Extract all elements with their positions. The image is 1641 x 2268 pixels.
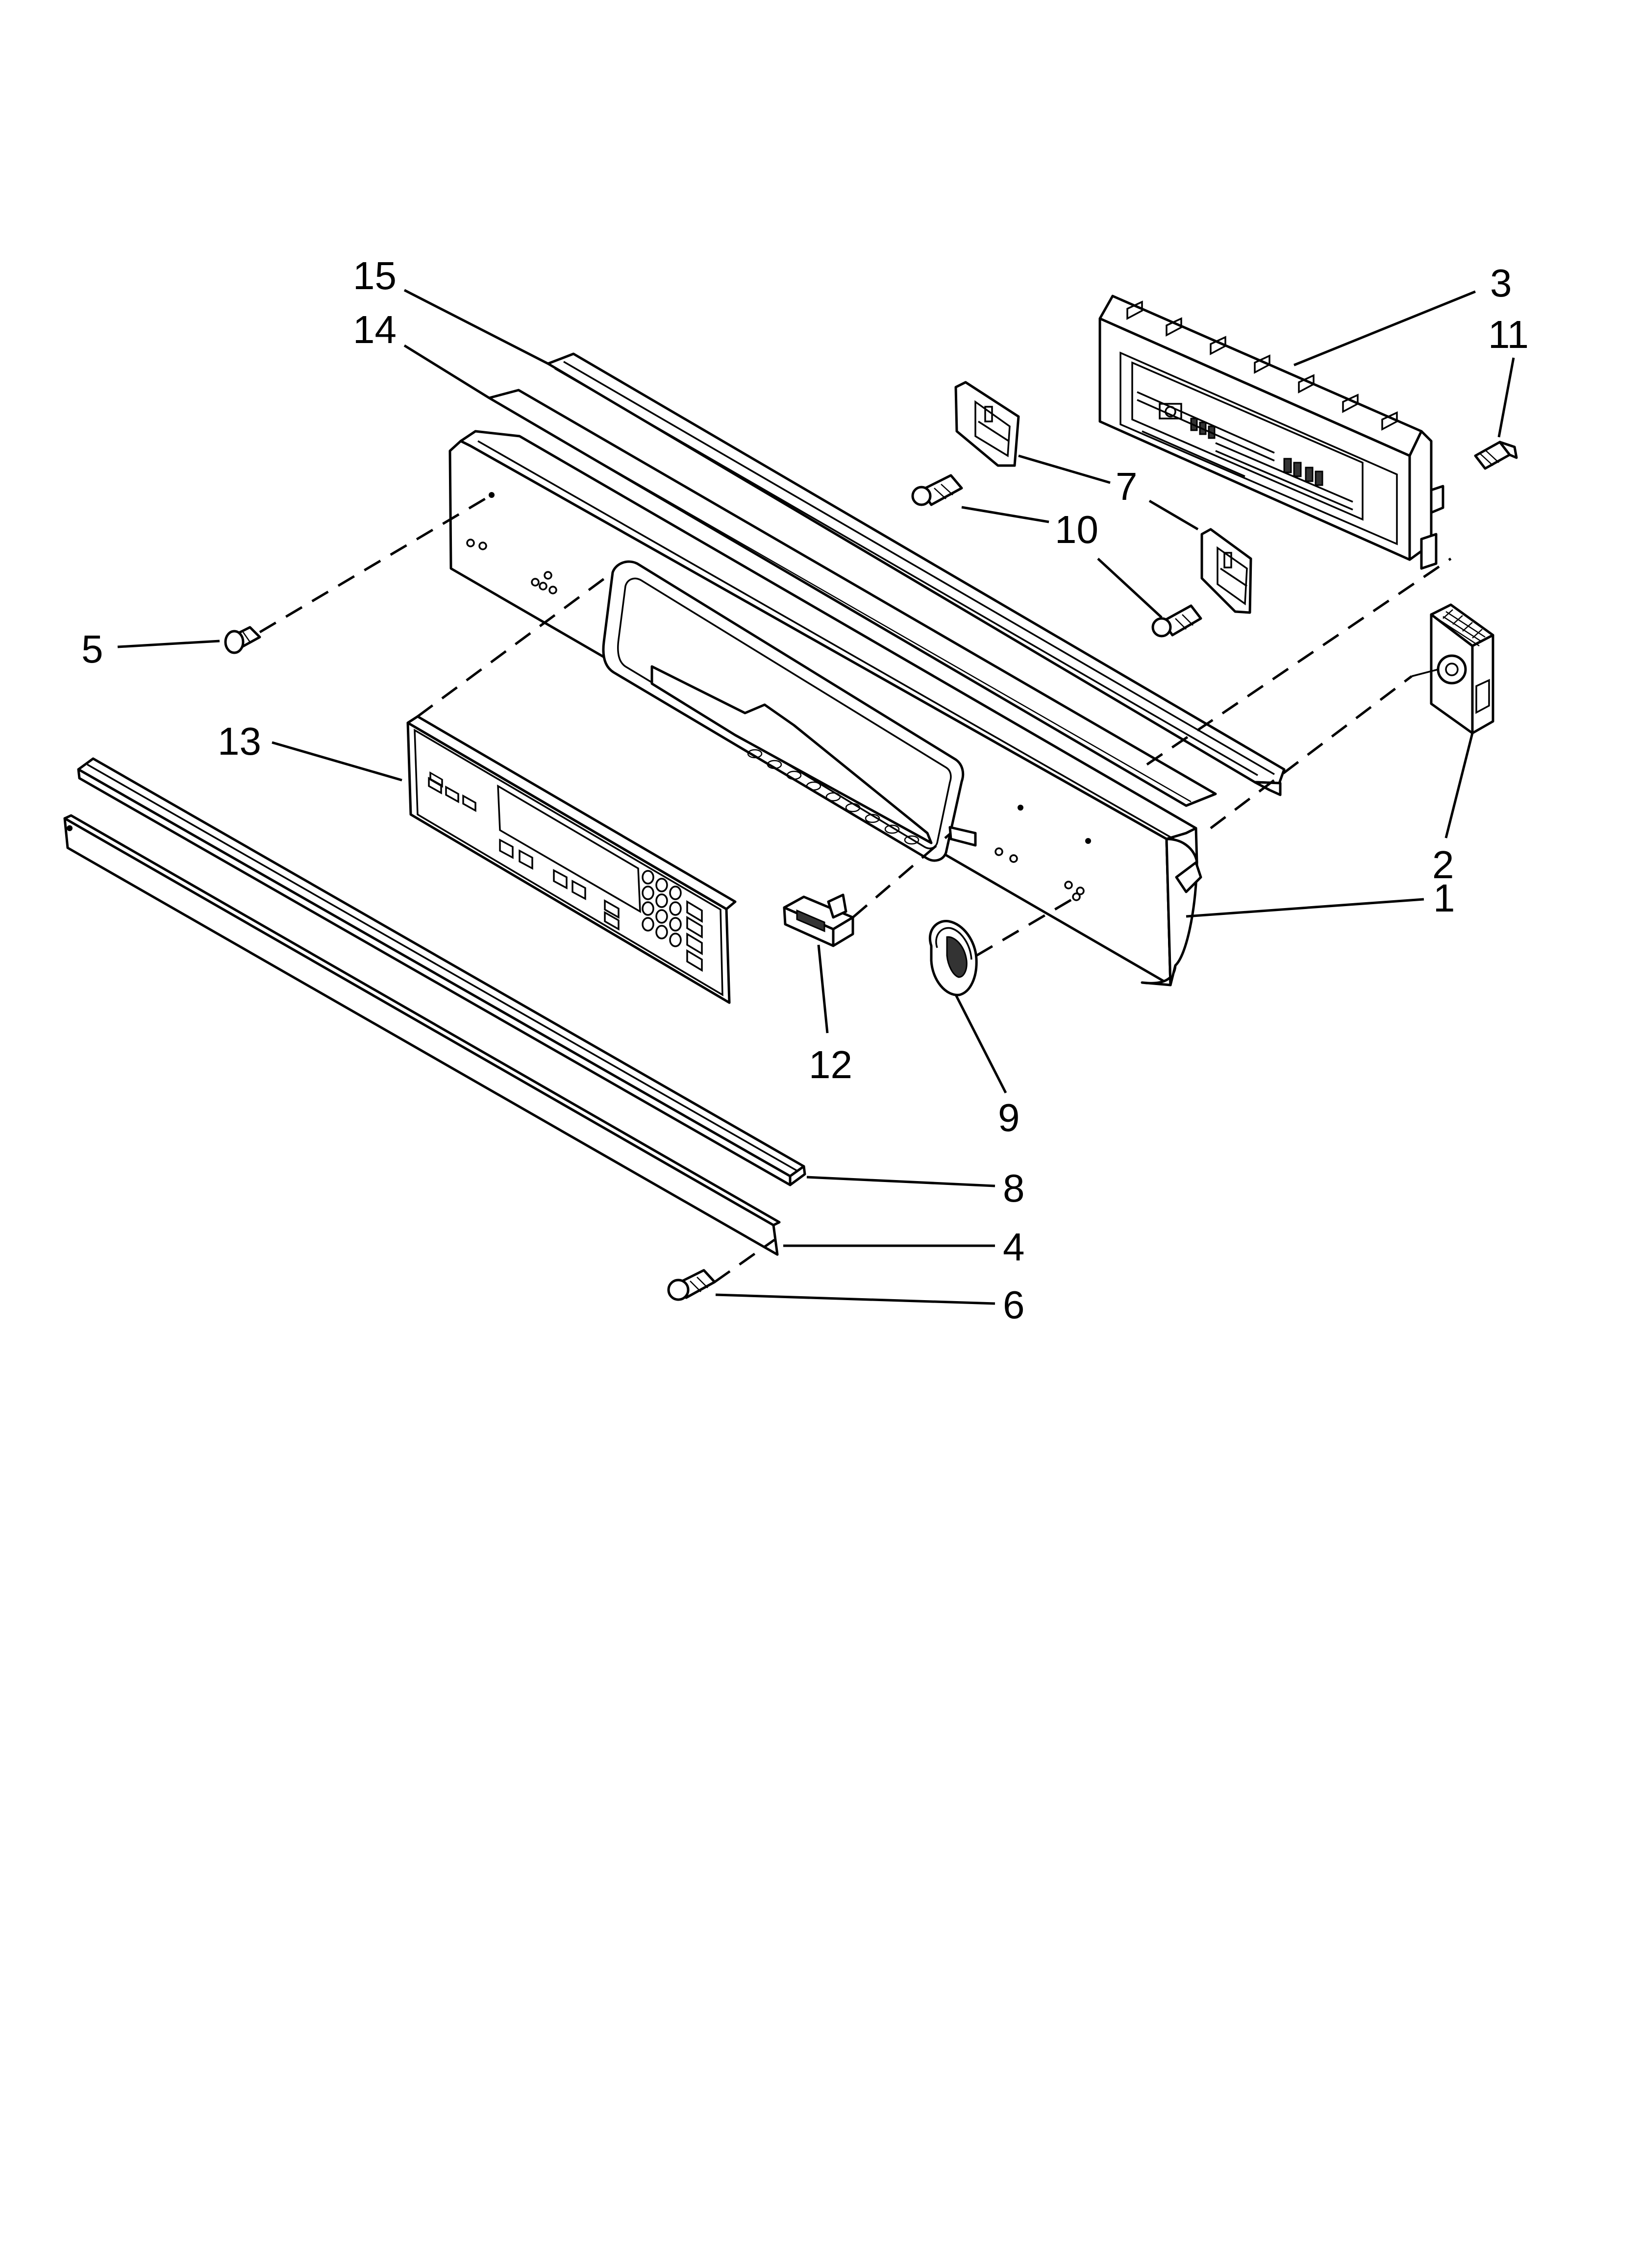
part-10-screw-lower [1151,604,1202,638]
callout-labels: 15 14 3 11 7 10 5 13 2 1 12 9 8 4 6 [81,254,1529,1327]
callout-15: 15 [353,254,397,297]
part-3-control-board [1098,295,1444,570]
callout-10: 10 [1055,508,1098,551]
part-7-bracket-upper [954,381,1020,467]
part-4-lower-strip [63,814,781,1256]
mounting-holes [466,492,1091,901]
callout-14: 14 [353,308,397,351]
part-2-selector-switch [1411,603,1494,735]
part-12-rocker-switch [783,893,854,947]
callout-8: 8 [1003,1166,1025,1210]
part-7-bracket-lower [1200,528,1252,614]
part-13-keypad-overlay [406,715,737,1004]
part-1-console-panel [448,430,1202,986]
switch-vents [1440,609,1486,647]
part-11-screw [1474,441,1518,470]
display-segments [1137,391,1353,511]
callout-6: 6 [1003,1283,1025,1327]
callout-13: 13 [218,719,261,763]
callout-3: 3 [1490,261,1512,305]
part-9-knob [928,920,978,996]
callout-5: 5 [81,627,103,671]
callout-7: 7 [1116,465,1138,508]
leader-lines [117,289,1515,1305]
callout-12: 12 [809,1043,852,1086]
callout-1: 1 [1433,876,1455,920]
part-6-screw [667,1269,716,1301]
callout-2: 2 [1432,843,1454,887]
part-5-screw [224,626,261,654]
board-top-tabs [1126,300,1398,431]
assembly-lines [259,493,1452,1283]
callout-9: 9 [998,1096,1020,1139]
window-slots [747,749,920,845]
numeric-keypad [642,870,703,972]
part-8-channel [77,757,806,1186]
part-15-top-trim [547,352,1286,796]
callout-11: 11 [1488,313,1529,356]
callout-4: 4 [1003,1225,1025,1269]
part-10-screw-upper [911,474,963,506]
part-14-gasket [488,389,1217,807]
